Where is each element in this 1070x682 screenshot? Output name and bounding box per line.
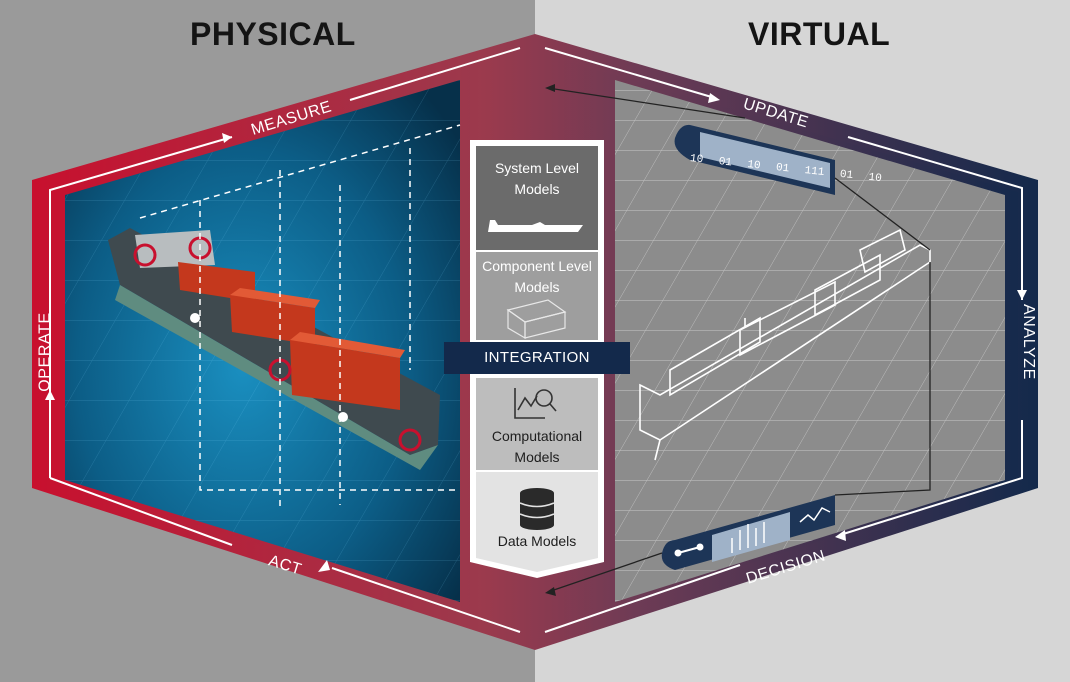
data-bit: 10 bbox=[868, 172, 882, 185]
database-icon bbox=[520, 488, 554, 530]
data-models-label: Data Models bbox=[472, 531, 602, 552]
component-level-models-label: Component Level Models bbox=[472, 256, 602, 298]
data-bit: 10 bbox=[747, 159, 761, 172]
analyze-label: ANALYZE bbox=[1019, 304, 1037, 380]
system-level-models-label: System Level Models bbox=[472, 158, 602, 200]
data-bit: 01 bbox=[775, 162, 789, 175]
computational-models-label: Computational Models bbox=[472, 426, 602, 468]
data-bit: 111 bbox=[804, 165, 825, 179]
physical-title: PHYSICAL bbox=[190, 16, 356, 53]
data-bit: 01 bbox=[839, 169, 853, 182]
data-bit: 10 bbox=[689, 153, 703, 166]
virtual-title: VIRTUAL bbox=[748, 16, 890, 53]
data-bit: 01 bbox=[718, 156, 732, 169]
integration-bar: INTEGRATION bbox=[444, 342, 630, 374]
operate-label: OPERATE bbox=[37, 312, 55, 391]
